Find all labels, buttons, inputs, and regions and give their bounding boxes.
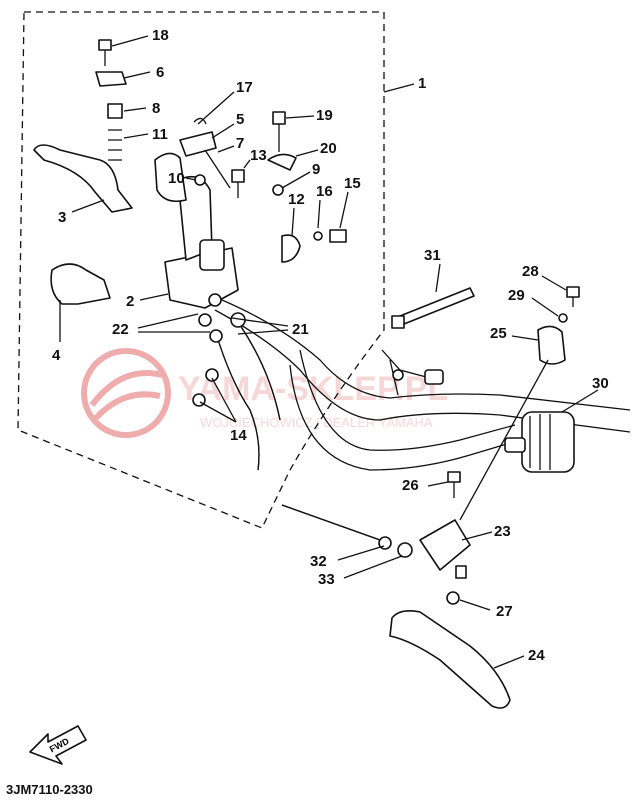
callout-20: 20 (320, 140, 337, 157)
assembly-boundary (17, 11, 385, 529)
fwd-arrow-icon: FWD (29, 725, 87, 765)
callout-10: 10 (168, 170, 185, 187)
watermark-tagline: WOJCIECHOWICZ | DEALER YAMAHA (200, 415, 433, 430)
callout-5: 5 (236, 111, 244, 128)
handlebar (214, 299, 631, 471)
callout-28: 28 (522, 263, 539, 280)
callout-22: 22 (112, 321, 129, 338)
part-code: 3JM7110-2330 (6, 782, 93, 797)
callout-23: 23 (494, 523, 511, 540)
callout-27: 27 (496, 603, 513, 620)
clutch-lever-assembly (281, 471, 511, 709)
callout-labels: 18 6 8 11 17 5 7 13 10 19 20 9 16 15 12 … (52, 27, 609, 664)
callout-26: 26 (402, 477, 419, 494)
wire-harness (381, 349, 444, 396)
screw-28 (566, 286, 580, 307)
cables-upper (214, 324, 281, 471)
callout-25: 25 (490, 325, 507, 342)
cable-band (391, 287, 475, 329)
watermark-logo (81, 348, 171, 438)
lever-3 (33, 144, 133, 213)
callout-31: 31 (424, 247, 441, 264)
callout-6: 6 (156, 64, 164, 81)
callout-16: 16 (316, 183, 333, 200)
fittings (192, 312, 246, 407)
hardware-top (95, 39, 347, 263)
callout-24: 24 (528, 647, 545, 664)
holder-clamp (537, 325, 566, 365)
callout-33: 33 (318, 571, 335, 588)
callout-1: 1 (418, 75, 426, 92)
callout-9: 9 (312, 161, 320, 178)
callout-21: 21 (292, 321, 309, 338)
callout-7: 7 (236, 135, 244, 152)
callout-8: 8 (152, 100, 160, 117)
callout-30: 30 (592, 375, 609, 392)
callout-18: 18 (152, 27, 169, 44)
leader-lines (59, 35, 599, 669)
callout-17: 17 (236, 79, 253, 96)
washer-29 (558, 313, 568, 323)
callout-15: 15 (344, 175, 361, 192)
callout-11: 11 (152, 126, 168, 143)
callout-4: 4 (52, 347, 61, 364)
callout-29: 29 (508, 287, 525, 304)
callout-3: 3 (58, 209, 66, 226)
callout-19: 19 (316, 107, 333, 124)
callout-14: 14 (230, 427, 247, 444)
master-cylinder (154, 152, 239, 309)
callout-2: 2 (126, 293, 134, 310)
callout-32: 32 (310, 553, 327, 570)
callout-12: 12 (288, 191, 305, 208)
switch-assembly (504, 411, 575, 473)
callout-13: 13 (250, 147, 267, 164)
bracket-4 (50, 263, 111, 305)
